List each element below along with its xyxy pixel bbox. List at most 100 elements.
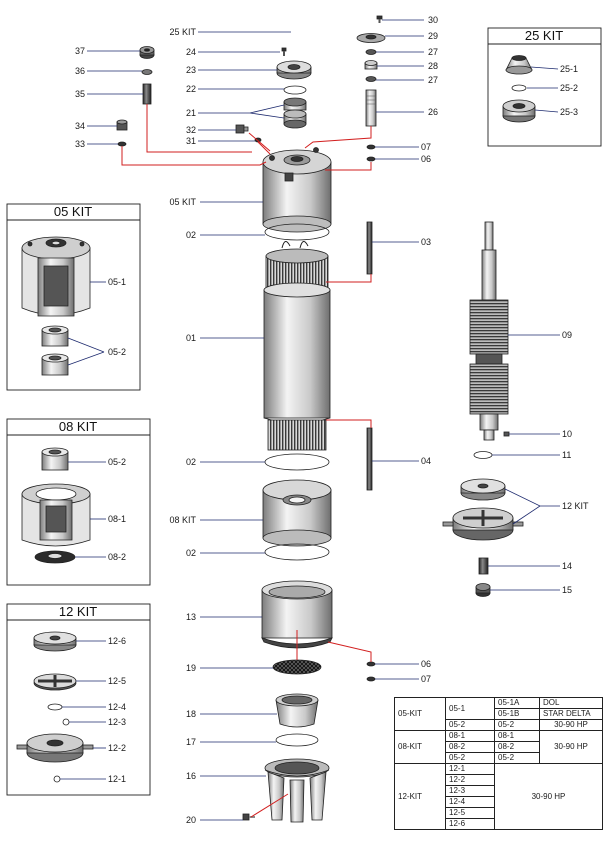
cap-part-34	[116, 119, 128, 131]
callout-26: 26	[428, 107, 438, 117]
washer-part-07-bottom	[366, 676, 376, 682]
table-cell: 05-1B	[494, 708, 540, 720]
nut-part-37	[139, 46, 155, 59]
callout-leaders	[87, 19, 560, 821]
table-cell: 05-2	[445, 719, 495, 731]
washer-part-27b	[365, 76, 377, 82]
table-cell: 05-1	[445, 697, 495, 720]
callout-17: 17	[186, 737, 196, 747]
kit-12-label-2: 12-2	[108, 743, 126, 753]
kit-12-ball-lower-part	[53, 775, 61, 783]
stator-part-01	[263, 241, 331, 451]
callout-36: 36	[75, 66, 85, 76]
screw-part-20	[242, 813, 255, 821]
kit-08-washer-part	[34, 550, 76, 564]
table-cell: 05-2	[494, 719, 540, 731]
spring-part-14	[478, 557, 489, 575]
bearing-part-28	[364, 60, 378, 70]
washer-part-07-top	[366, 144, 376, 150]
callout-29: 29	[428, 31, 438, 41]
stud-part-35	[142, 83, 152, 105]
table-cell: 12-1	[445, 763, 495, 775]
screw-part-30	[376, 15, 383, 23]
table-cell: 05-1A	[494, 697, 540, 709]
plug-part-32	[235, 124, 249, 134]
callout-32: 32	[186, 125, 196, 135]
callout-28: 28	[428, 61, 438, 71]
oring-part-02-middle	[264, 453, 330, 471]
cover-part-23	[276, 60, 312, 80]
table-cell: 12-5	[445, 807, 495, 819]
table-cell: 30-90 HP	[539, 719, 603, 731]
callout-05-kit: 05 KIT	[169, 197, 196, 207]
table-cell: 12-2	[445, 774, 495, 786]
table-cell: 08-2	[494, 741, 540, 753]
kit-25-cone-part	[505, 55, 533, 75]
callout-27a: 27	[428, 47, 438, 57]
ring-part-11	[473, 451, 493, 459]
table-cell: 08-1	[445, 730, 495, 742]
kit-08-label-3: 08-2	[108, 552, 126, 562]
table-kit-12: 12-KIT	[394, 763, 446, 830]
callout-14: 14	[562, 561, 572, 571]
washer-part-06-top	[366, 156, 376, 162]
stud-part-03	[366, 221, 373, 275]
kit-12-ball-part	[62, 718, 70, 726]
table-cell: 05-2	[494, 752, 540, 764]
callout-12-kit: 12 KIT	[562, 501, 589, 511]
oring-part-22	[283, 85, 307, 95]
kit-08-bracket-cutaway	[21, 483, 91, 547]
callout-19: 19	[186, 663, 196, 673]
table-cell: 12-4	[445, 796, 495, 808]
filter-part-19	[272, 659, 322, 675]
callout-15: 15	[562, 585, 572, 595]
kit-25-label-1: 25-1	[560, 64, 578, 74]
kit-08-title: 08 KIT	[59, 419, 97, 434]
base-housing-part-13	[261, 580, 333, 649]
callout-02c: 02	[186, 548, 196, 558]
kit-12-box: 12 KIT 12-6 12-5 12-4	[6, 603, 151, 796]
callout-10: 10	[562, 429, 572, 439]
kit-05-title: 05 KIT	[54, 204, 92, 219]
kit-25-title: 25 KIT	[525, 28, 563, 43]
washer-part-33	[117, 141, 127, 147]
table-cell: 05-2	[445, 752, 495, 764]
flange-part-29	[356, 33, 386, 43]
kit-12-label-3: 12-3	[108, 717, 126, 727]
callout-07a: 07	[421, 142, 431, 152]
table-cell: 08-1	[494, 730, 540, 742]
callout-25-kit: 25 KIT	[169, 27, 196, 37]
kit-05-housing-cutaway	[21, 236, 91, 317]
washer-part-27	[365, 49, 377, 55]
callout-06b: 06	[421, 659, 431, 669]
kit-12-oring-part	[47, 703, 63, 711]
callout-20: 20	[186, 815, 196, 825]
callout-34: 34	[75, 121, 85, 131]
kit-25-seal-part	[502, 99, 536, 123]
screw-part-24	[281, 47, 287, 56]
kit-25-oring-part	[511, 84, 527, 92]
callout-03: 03	[421, 237, 431, 247]
oring-part-02-upper	[264, 223, 330, 241]
callout-31: 31	[186, 136, 196, 146]
table-cell: STAR DELTA	[539, 708, 603, 720]
callout-11: 11	[562, 450, 571, 460]
kit-05-box: 05 KIT 05-1 05-2	[6, 203, 141, 391]
callout-02b: 02	[186, 457, 196, 467]
table-cell: 12-6	[445, 818, 495, 830]
kit-12-base-part	[16, 733, 94, 763]
kit-25-box: 25 KIT 25-1 25-2 25-3	[487, 27, 602, 147]
table-cell: DOL	[539, 697, 603, 709]
callout-23: 23	[186, 65, 196, 75]
callout-16: 16	[186, 771, 196, 781]
base-stand-part-16	[264, 758, 330, 823]
kit-reference-table: 05-KIT 05-1 05-1A DOL 05-1B STAR DELTA 0…	[394, 697, 603, 830]
stud-part-04	[366, 427, 373, 491]
oring-part-02-lower	[264, 543, 330, 561]
seal-part-21	[283, 97, 307, 129]
callout-37: 37	[75, 46, 85, 56]
kit-05-label-2: 05-2	[108, 347, 126, 357]
kit-12-label-1: 12-1	[108, 774, 126, 784]
callout-21: 21	[186, 108, 196, 118]
